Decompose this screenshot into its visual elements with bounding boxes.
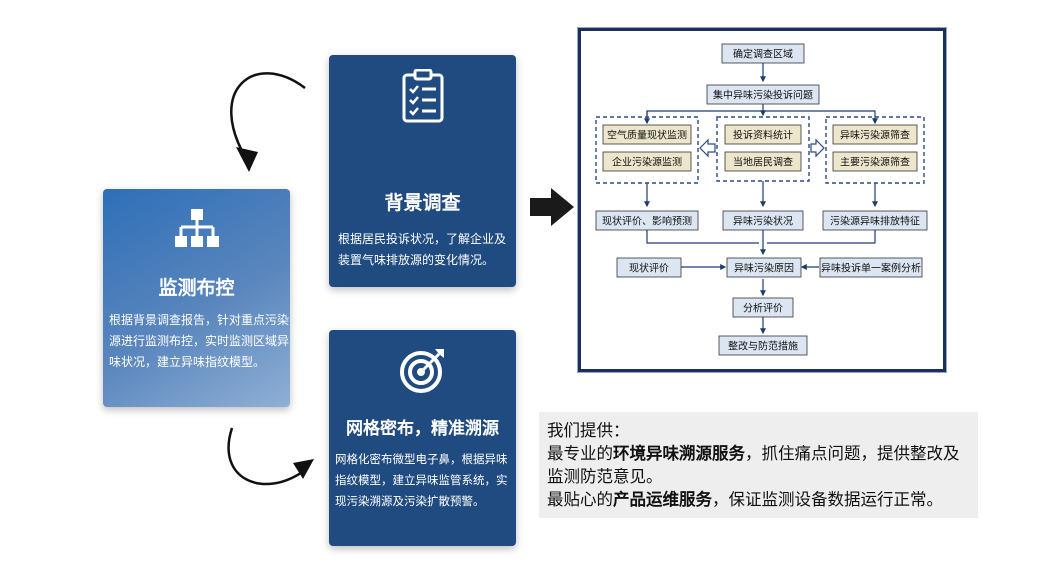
curved-arrow-top — [230, 72, 306, 161]
flow-box-define-area-label: 确定调查区域 — [733, 48, 793, 61]
card-monitoring-layout: 监测布控 根据背景调查报告，针对重点污染源进行监测布控，实时监测区域异味状况，建… — [103, 189, 290, 407]
card-title: 网格密布，精准溯源 — [346, 419, 499, 439]
flowchart: 确定调查区域 集中异味污染投诉问题 空气质量现状监测 企业污染源监测 投诉资料统… — [595, 43, 928, 356]
offer-line-1: 最专业的环境异味溯源服务，抓住痛点问题，提供整改及监测防范意见。 — [547, 444, 960, 486]
flow-box-status-evaluation: 现状评价 — [629, 262, 669, 275]
hollow-arrow-right — [810, 138, 825, 158]
curved-arrow-bottom — [227, 427, 306, 486]
flow-group-left — [595, 116, 699, 184]
flow-box-case-analysis: 异味投诉单一案例分析 — [821, 262, 921, 275]
flow-box-rectification: 整改与防范措施 — [728, 340, 798, 353]
offer-highlight-maintenance: 产品运维服务 — [613, 490, 712, 509]
flow-item-air-quality: 空气质量现状监测 — [607, 129, 687, 142]
card-description: 根据居民投诉状况，了解企业及装置气味排放源的变化情况。 — [338, 232, 507, 267]
card-grid-tracing: 网格密布，精准溯源 网格化密布微型电子鼻，根据异味指纹模型，建立异味监管系统，实… — [329, 330, 516, 546]
flow-group-middle — [716, 116, 810, 182]
offer-heading: 我们提供： — [547, 421, 630, 440]
flow-box-collect-complaints — [706, 84, 820, 105]
flow-box-evaluation-prediction: 现状评价、影响预测 — [602, 215, 692, 228]
hollow-arrow-left — [699, 138, 716, 158]
card-description: 根据背景调查报告，针对重点污染源进行监测布控，实时监测区域异味状况，建立异味指纹… — [109, 313, 290, 369]
big-right-arrow — [530, 188, 574, 226]
flow-item-resident-survey: 当地居民调查 — [733, 156, 793, 169]
flow-box-odor-cause: 异味污染原因 — [734, 262, 794, 275]
flow-box-collect-complaints-label: 集中异味污染投诉问题 — [713, 89, 813, 102]
flowchart-panel: 确定调查区域 集中异味污染投诉问题 空气质量现状监测 企业污染源监测 投诉资料统… — [578, 28, 946, 372]
offer-highlight-tracing: 环境异味溯源服务 — [613, 444, 745, 463]
card-description: 网格化密布微型电子鼻，根据异味指纹模型，建立异味监管系统，实现污染溯源及污染扩散… — [335, 452, 508, 508]
curved-arrow-bottom-head — [293, 459, 314, 479]
flow-box-analysis: 分析评价 — [743, 302, 783, 315]
flow-item-main-source-screening: 主要污染源筛查 — [840, 156, 910, 169]
card-title: 监测布控 — [158, 277, 235, 299]
target-arrow-icon — [399, 349, 444, 393]
flow-item-odor-screening: 异味污染源筛查 — [840, 129, 910, 142]
offer-line-2: 最贴心的产品运维服务，保证监测设备数据运行正常。 — [547, 490, 943, 509]
card-title: 背景调查 — [384, 192, 461, 214]
curved-arrow-top-head — [236, 147, 258, 172]
flow-box-define-area — [721, 43, 805, 64]
flow-group-right — [825, 116, 925, 184]
flow-item-enterprise-source: 企业污染源监测 — [612, 156, 682, 169]
offer-textbox: 我们提供： 最专业的环境异味溯源服务，抓住痛点问题，提供整改及监测防范意见。 最… — [539, 412, 978, 518]
flow-item-complaint-stats: 投诉资料统计 — [733, 129, 793, 142]
card-background-survey: 背景调查 根据居民投诉状况，了解企业及装置气味排放源的变化情况。 — [329, 55, 516, 287]
hierarchy-network-icon — [174, 209, 219, 247]
flow-box-odor-status: 异味污染状况 — [733, 215, 793, 228]
flow-box-emission-features: 污染源异味排放特征 — [830, 215, 920, 228]
clipboard-checklist-icon — [402, 69, 443, 123]
